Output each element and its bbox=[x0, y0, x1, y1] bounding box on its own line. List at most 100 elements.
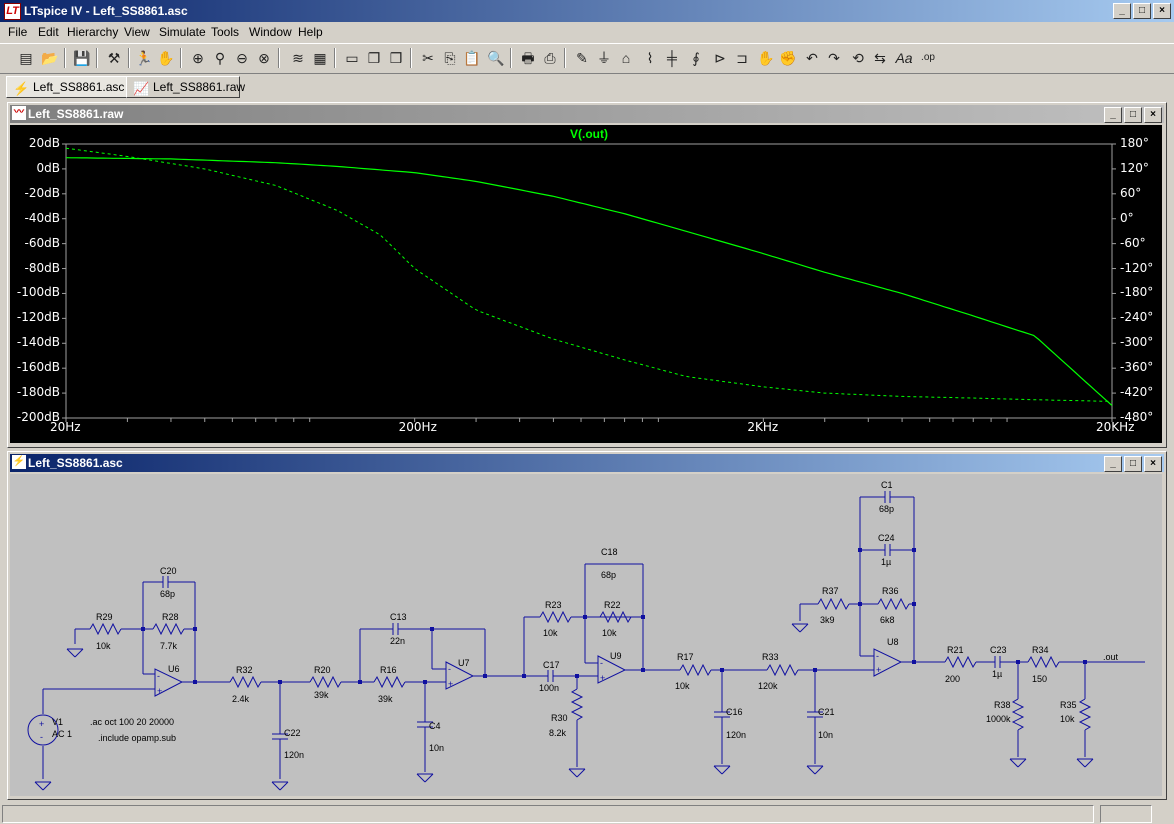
draw-wire-icon[interactable]: ✎ bbox=[576, 50, 588, 66]
zoom-fit-icon[interactable]: ⊗ bbox=[258, 50, 270, 66]
component-icon[interactable]: ⊐ bbox=[736, 50, 748, 66]
r30-value: 8.2k bbox=[549, 728, 567, 738]
menu-bar: File Edit Hierarchy View Simulate Tools … bbox=[0, 22, 1174, 42]
save-icon[interactable]: 💾 bbox=[73, 50, 91, 66]
r16-ref: R16 bbox=[380, 665, 397, 675]
pan-icon[interactable]: ⚲ bbox=[214, 50, 226, 66]
status-panel bbox=[1100, 805, 1152, 823]
r35-ref: R35 bbox=[1060, 700, 1077, 710]
capacitor-icon[interactable]: ╪ bbox=[667, 50, 677, 66]
c13-value: 22n bbox=[390, 636, 405, 646]
magnitude-trace[interactable] bbox=[65, 157, 1113, 406]
plot-window-titlebar: 〰 Left_SS8861.raw _ □ × bbox=[10, 105, 1164, 123]
trace-label[interactable]: V(.out) bbox=[570, 127, 608, 141]
open-folder-icon[interactable]: 📂 bbox=[41, 50, 59, 66]
grid-icon[interactable]: ▦ bbox=[313, 50, 327, 66]
cascade-icon[interactable]: ❐ bbox=[367, 50, 381, 66]
y-tick-label: -100dB bbox=[16, 285, 60, 300]
schematic-icon: ⚡ bbox=[13, 81, 30, 96]
find-icon[interactable]: 🔍 bbox=[487, 50, 505, 66]
print-icon[interactable]: ⎙ bbox=[544, 50, 556, 66]
inductor-icon[interactable]: ∮ bbox=[692, 50, 700, 66]
c17-value: 100n bbox=[539, 683, 559, 693]
cut-icon[interactable]: ✂ bbox=[422, 50, 434, 66]
x-tick-label: 200Hz bbox=[398, 420, 437, 434]
move-icon[interactable]: ✋ bbox=[757, 50, 775, 66]
r20-value: 39k bbox=[314, 690, 329, 700]
drag-icon[interactable]: ✊ bbox=[779, 50, 797, 66]
redo-icon[interactable]: ↷ bbox=[828, 50, 840, 66]
u7-ref: U7 bbox=[458, 658, 470, 668]
print-setup-icon[interactable]: 🖶 bbox=[521, 50, 535, 66]
y2-tick-label: -240° bbox=[1120, 310, 1154, 325]
schematic-minimize-button[interactable]: _ bbox=[1104, 456, 1122, 472]
schematic-close-button[interactable]: × bbox=[1144, 456, 1162, 472]
menu-edit[interactable]: Edit bbox=[38, 25, 59, 39]
copy-icon[interactable]: ⎘ bbox=[444, 50, 456, 66]
tab-waveform[interactable]: 📈 Left_SS8861.raw bbox=[126, 76, 245, 98]
new-schematic-icon[interactable]: ▤ bbox=[19, 50, 33, 66]
tile-vertical-icon[interactable]: ❒ bbox=[389, 50, 403, 66]
zoom-out-icon[interactable]: ⊖ bbox=[236, 50, 248, 66]
tile-horizontal-icon[interactable]: ▭ bbox=[345, 50, 359, 66]
plot-close-button[interactable]: × bbox=[1144, 107, 1162, 123]
autorange-icon[interactable]: ≋ bbox=[292, 50, 304, 66]
maximize-button[interactable]: □ bbox=[1133, 3, 1151, 19]
r34-value: 150 bbox=[1032, 674, 1047, 684]
c20-ref: C20 bbox=[160, 566, 177, 576]
r21-ref: R21 bbox=[947, 645, 964, 655]
paste-icon[interactable]: 📋 bbox=[463, 50, 481, 66]
control-panel-icon[interactable]: ⚒ bbox=[107, 50, 121, 66]
plot-minimize-button[interactable]: _ bbox=[1104, 107, 1122, 123]
bode-plot bbox=[62, 143, 1116, 422]
tab-schematic[interactable]: ⚡ Left_SS8861.asc bbox=[6, 76, 128, 98]
x-tick-label: 20KHz bbox=[1096, 420, 1135, 434]
c18-ref: C18 bbox=[601, 547, 618, 557]
r23-ref: R23 bbox=[545, 600, 562, 610]
rotate-icon[interactable]: ⟲ bbox=[852, 50, 864, 66]
r21-value: 200 bbox=[945, 674, 960, 684]
c20-value: 68p bbox=[160, 589, 175, 599]
r38-value: 1000k bbox=[986, 714, 1011, 724]
schematic-canvas[interactable]: C20 68p R29 10k R28 7.7k U6 R32 2.4k C22… bbox=[10, 474, 1162, 796]
menu-tools[interactable]: Tools bbox=[211, 25, 240, 39]
plot-maximize-button[interactable]: □ bbox=[1124, 107, 1142, 123]
text-icon[interactable]: Aa bbox=[895, 50, 913, 66]
r30-ref: R30 bbox=[551, 713, 568, 723]
menu-help[interactable]: Help bbox=[298, 25, 323, 39]
diode-icon[interactable]: ⊳ bbox=[714, 50, 726, 66]
close-button[interactable]: × bbox=[1153, 3, 1171, 19]
mirror-icon[interactable]: ⇆ bbox=[874, 50, 886, 66]
status-message bbox=[2, 805, 1094, 823]
y-tick-label: -140dB bbox=[16, 335, 60, 350]
run-icon[interactable]: 🏃 bbox=[135, 50, 153, 66]
c4-value: 10n bbox=[429, 743, 444, 753]
r23-value: 10k bbox=[543, 628, 558, 638]
v1-ref: V1 bbox=[52, 717, 63, 727]
ground-icon[interactable]: ⏚ bbox=[597, 50, 611, 66]
menu-view[interactable]: View bbox=[124, 25, 150, 39]
schematic-maximize-button[interactable]: □ bbox=[1124, 456, 1142, 472]
tab-schematic-label: Left_SS8861.asc bbox=[33, 80, 125, 94]
phase-trace[interactable] bbox=[65, 147, 1113, 402]
svg-text:+: + bbox=[448, 679, 453, 689]
c1-value: 68p bbox=[879, 504, 894, 514]
resistor-icon[interactable]: ⌇ bbox=[646, 50, 654, 66]
spice-directive-icon[interactable]: .op bbox=[921, 52, 935, 63]
zoom-in-icon[interactable]: ⊕ bbox=[192, 50, 204, 66]
minimize-button[interactable]: _ bbox=[1113, 3, 1131, 19]
y2-tick-label: -420° bbox=[1120, 385, 1154, 400]
menu-hierarchy[interactable]: Hierarchy bbox=[67, 25, 119, 39]
y2-tick-label: -300° bbox=[1120, 335, 1154, 350]
y-tick-label: -80dB bbox=[24, 260, 60, 275]
menu-window[interactable]: Window bbox=[249, 25, 292, 39]
menu-simulate[interactable]: Simulate bbox=[159, 25, 206, 39]
c21-ref: C21 bbox=[818, 707, 835, 717]
schematic-window-title: Left_SS8861.asc bbox=[28, 456, 123, 470]
y2-tick-label: -120° bbox=[1120, 260, 1154, 275]
halt-icon[interactable]: ✋ bbox=[157, 50, 175, 66]
undo-icon[interactable]: ↶ bbox=[806, 50, 818, 66]
menu-file[interactable]: File bbox=[8, 25, 28, 39]
label-net-icon[interactable]: ⌂ bbox=[621, 50, 631, 66]
